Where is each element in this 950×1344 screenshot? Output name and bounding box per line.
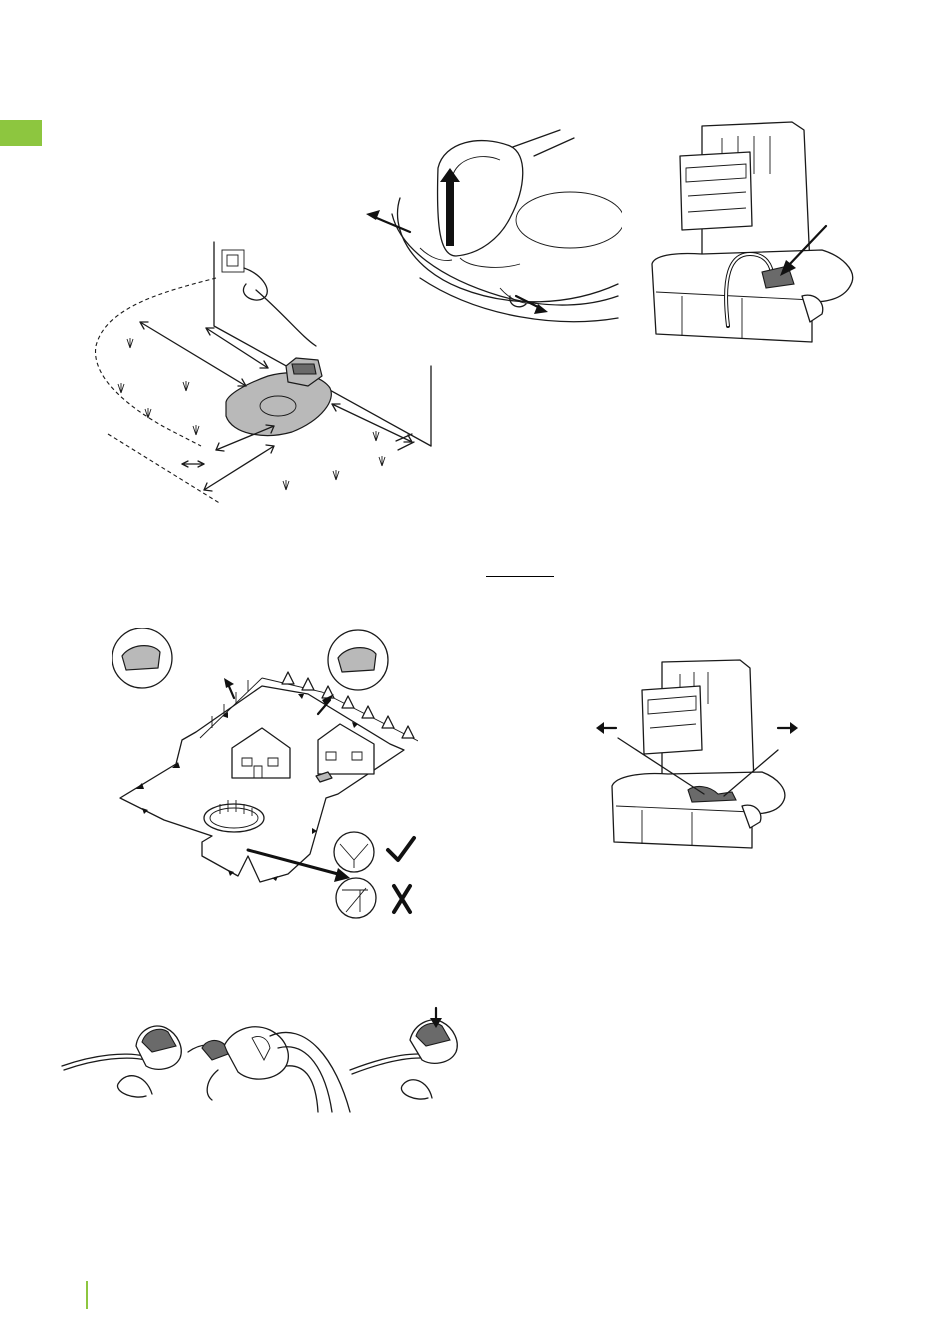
garden-boundary-layout-diagram-icon [112, 628, 418, 922]
station-cable-connection-figure [642, 116, 864, 344]
wire-coupler-pliers-diagram-icon [56, 1000, 468, 1120]
station-wire-routing-figure [592, 654, 806, 850]
wire-coupler-joining-figure [56, 1000, 468, 1120]
mower-body-lift-diagram-icon [360, 128, 622, 336]
station-wire-routing-diagram-icon [592, 654, 806, 850]
mower-cover-removal-figure [360, 128, 622, 336]
footer-accent-rule [86, 1281, 88, 1309]
boundary-wire-layout-figure [112, 628, 418, 922]
station-cable-plug-diagram-icon [642, 116, 864, 344]
caption-underline [486, 576, 554, 577]
section-tab-marker [0, 120, 42, 146]
